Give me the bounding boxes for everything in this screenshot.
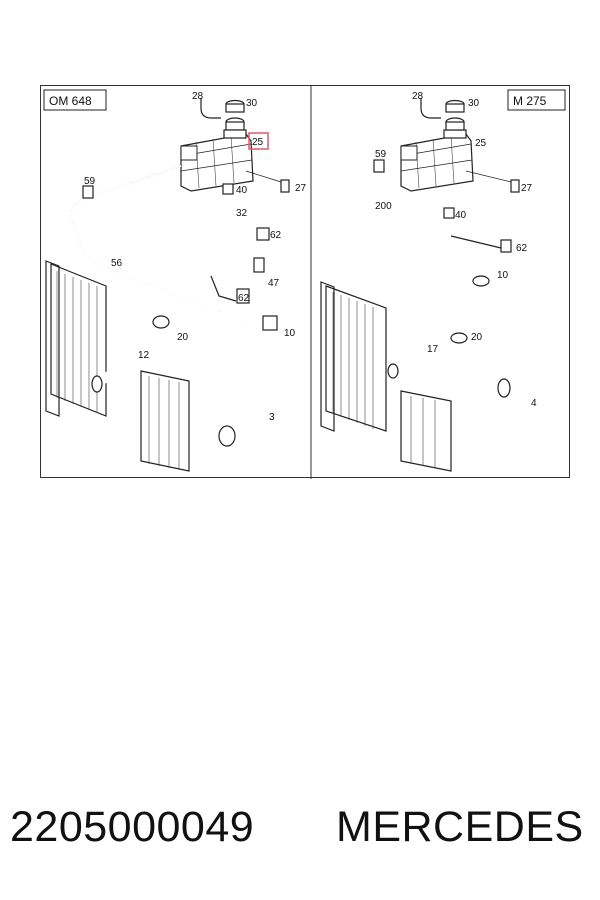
right-callout-25: 25 bbox=[475, 138, 487, 149]
left-panel: OM 648 bbox=[43, 89, 307, 472]
left-callout-28: 28 bbox=[192, 91, 204, 102]
left-radiator bbox=[45, 260, 190, 472]
left-callout-40: 40 bbox=[236, 185, 248, 196]
left-engine-label: OM 648 bbox=[49, 94, 92, 108]
left-callout-32: 32 bbox=[236, 208, 248, 219]
right-panel: M 275 bbox=[320, 89, 566, 472]
right-callout-30: 30 bbox=[468, 98, 480, 109]
right-callout-62: 62 bbox=[516, 243, 528, 254]
left-callout-30: 30 bbox=[246, 98, 258, 109]
left-callout-20: 20 bbox=[177, 332, 189, 343]
left-callout-47: 47 bbox=[268, 278, 280, 289]
right-callout-17: 17 bbox=[427, 344, 439, 355]
left-callout-62-lower: 62 bbox=[238, 293, 250, 304]
left-callout-25-highlight bbox=[248, 132, 269, 150]
left-callout-3: 3 bbox=[269, 412, 275, 423]
product-caption: 2205000049 MERCEDES bbox=[10, 803, 590, 863]
left-callout-10: 10 bbox=[284, 328, 296, 339]
left-callout-62-upper: 62 bbox=[270, 230, 282, 241]
right-callout-4: 4 bbox=[531, 398, 537, 409]
left-callout-27: 27 bbox=[295, 183, 307, 194]
right-engine-label-box bbox=[507, 89, 566, 111]
left-callout-59: 59 bbox=[84, 176, 96, 187]
left-engine-label-box bbox=[43, 89, 107, 111]
left-callout-25: 25 bbox=[252, 137, 264, 148]
right-callout-20: 20 bbox=[471, 332, 483, 343]
left-callout-56: 56 bbox=[111, 258, 123, 269]
diagram-canvas: OM 648 bbox=[43, 86, 566, 479]
right-callout-59: 59 bbox=[375, 149, 387, 160]
right-callout-200: 200 bbox=[375, 201, 392, 212]
brand-name: MERCEDES bbox=[336, 803, 584, 851]
left-expansion-tank bbox=[180, 117, 254, 192]
right-expansion-tank bbox=[400, 117, 474, 192]
right-callout-27: 27 bbox=[521, 183, 533, 194]
right-engine-label: M 275 bbox=[513, 94, 547, 108]
right-callout-28: 28 bbox=[412, 91, 424, 102]
left-callout-12: 12 bbox=[138, 350, 150, 361]
right-radiator bbox=[320, 281, 452, 472]
parts-diagram: OM 648 bbox=[40, 85, 570, 479]
right-callout-40: 40 bbox=[455, 210, 467, 221]
part-number: 2205000049 bbox=[10, 803, 255, 851]
right-callout-10: 10 bbox=[497, 270, 509, 281]
